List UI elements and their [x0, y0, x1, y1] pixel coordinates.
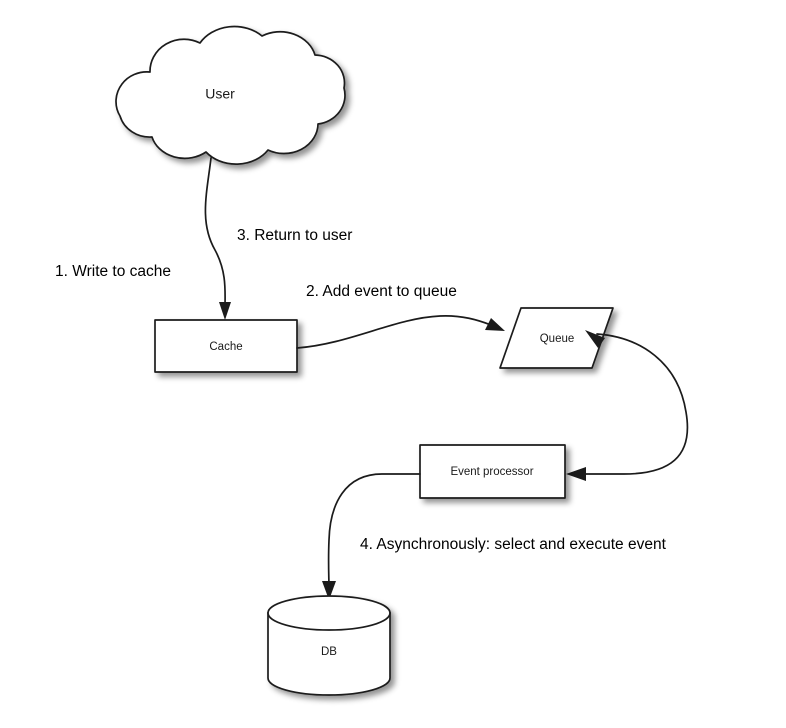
edge-user-to-cache[interactable]: [204, 157, 231, 320]
node-queue[interactable]: Queue: [499, 307, 614, 369]
arrowhead-into-cache: [219, 302, 231, 320]
node-db[interactable]: DB: [267, 595, 391, 696]
step-label-1: 1. Write to cache: [55, 263, 171, 280]
node-queue-label: Queue: [540, 333, 575, 345]
edge-user-to-cache-line: [204, 157, 226, 309]
db-cylinder-body: [267, 612, 391, 696]
step-label-4: 4. Asynchronously: select and execute ev…: [360, 536, 667, 553]
arrowhead-into-queue-left: [485, 318, 505, 331]
db-cylinder-top: [267, 595, 391, 631]
cache-shape: [154, 319, 298, 373]
step-label-2: 2. Add event to queue: [306, 283, 457, 300]
node-user-label: User: [205, 86, 235, 102]
node-db-label: DB: [321, 646, 337, 658]
queue-shape: [499, 307, 614, 369]
node-cache-label: Cache: [209, 341, 242, 353]
edge-cache-to-queue-line: [296, 315, 492, 349]
edge-processor-queue-loop-line: [583, 333, 689, 475]
node-cache[interactable]: Cache: [154, 319, 298, 373]
edge-cache-to-queue[interactable]: [296, 315, 505, 349]
node-user[interactable]: User: [115, 25, 346, 165]
edge-processor-to-db[interactable]: [322, 473, 421, 600]
node-event-processor-label: Event processor: [450, 466, 533, 478]
edge-processor-queue-loop[interactable]: [566, 330, 689, 481]
event-processor-shape: [419, 444, 566, 499]
step-label-3: 3. Return to user: [237, 227, 352, 244]
arrowhead-into-queue-right: [585, 330, 605, 348]
node-event-processor[interactable]: Event processor: [419, 444, 566, 499]
cloud-shape: [115, 25, 346, 165]
arrowhead-into-db: [322, 581, 336, 600]
arrowhead-into-processor-right: [566, 467, 586, 481]
edge-processor-to-db-line: [327, 473, 421, 589]
